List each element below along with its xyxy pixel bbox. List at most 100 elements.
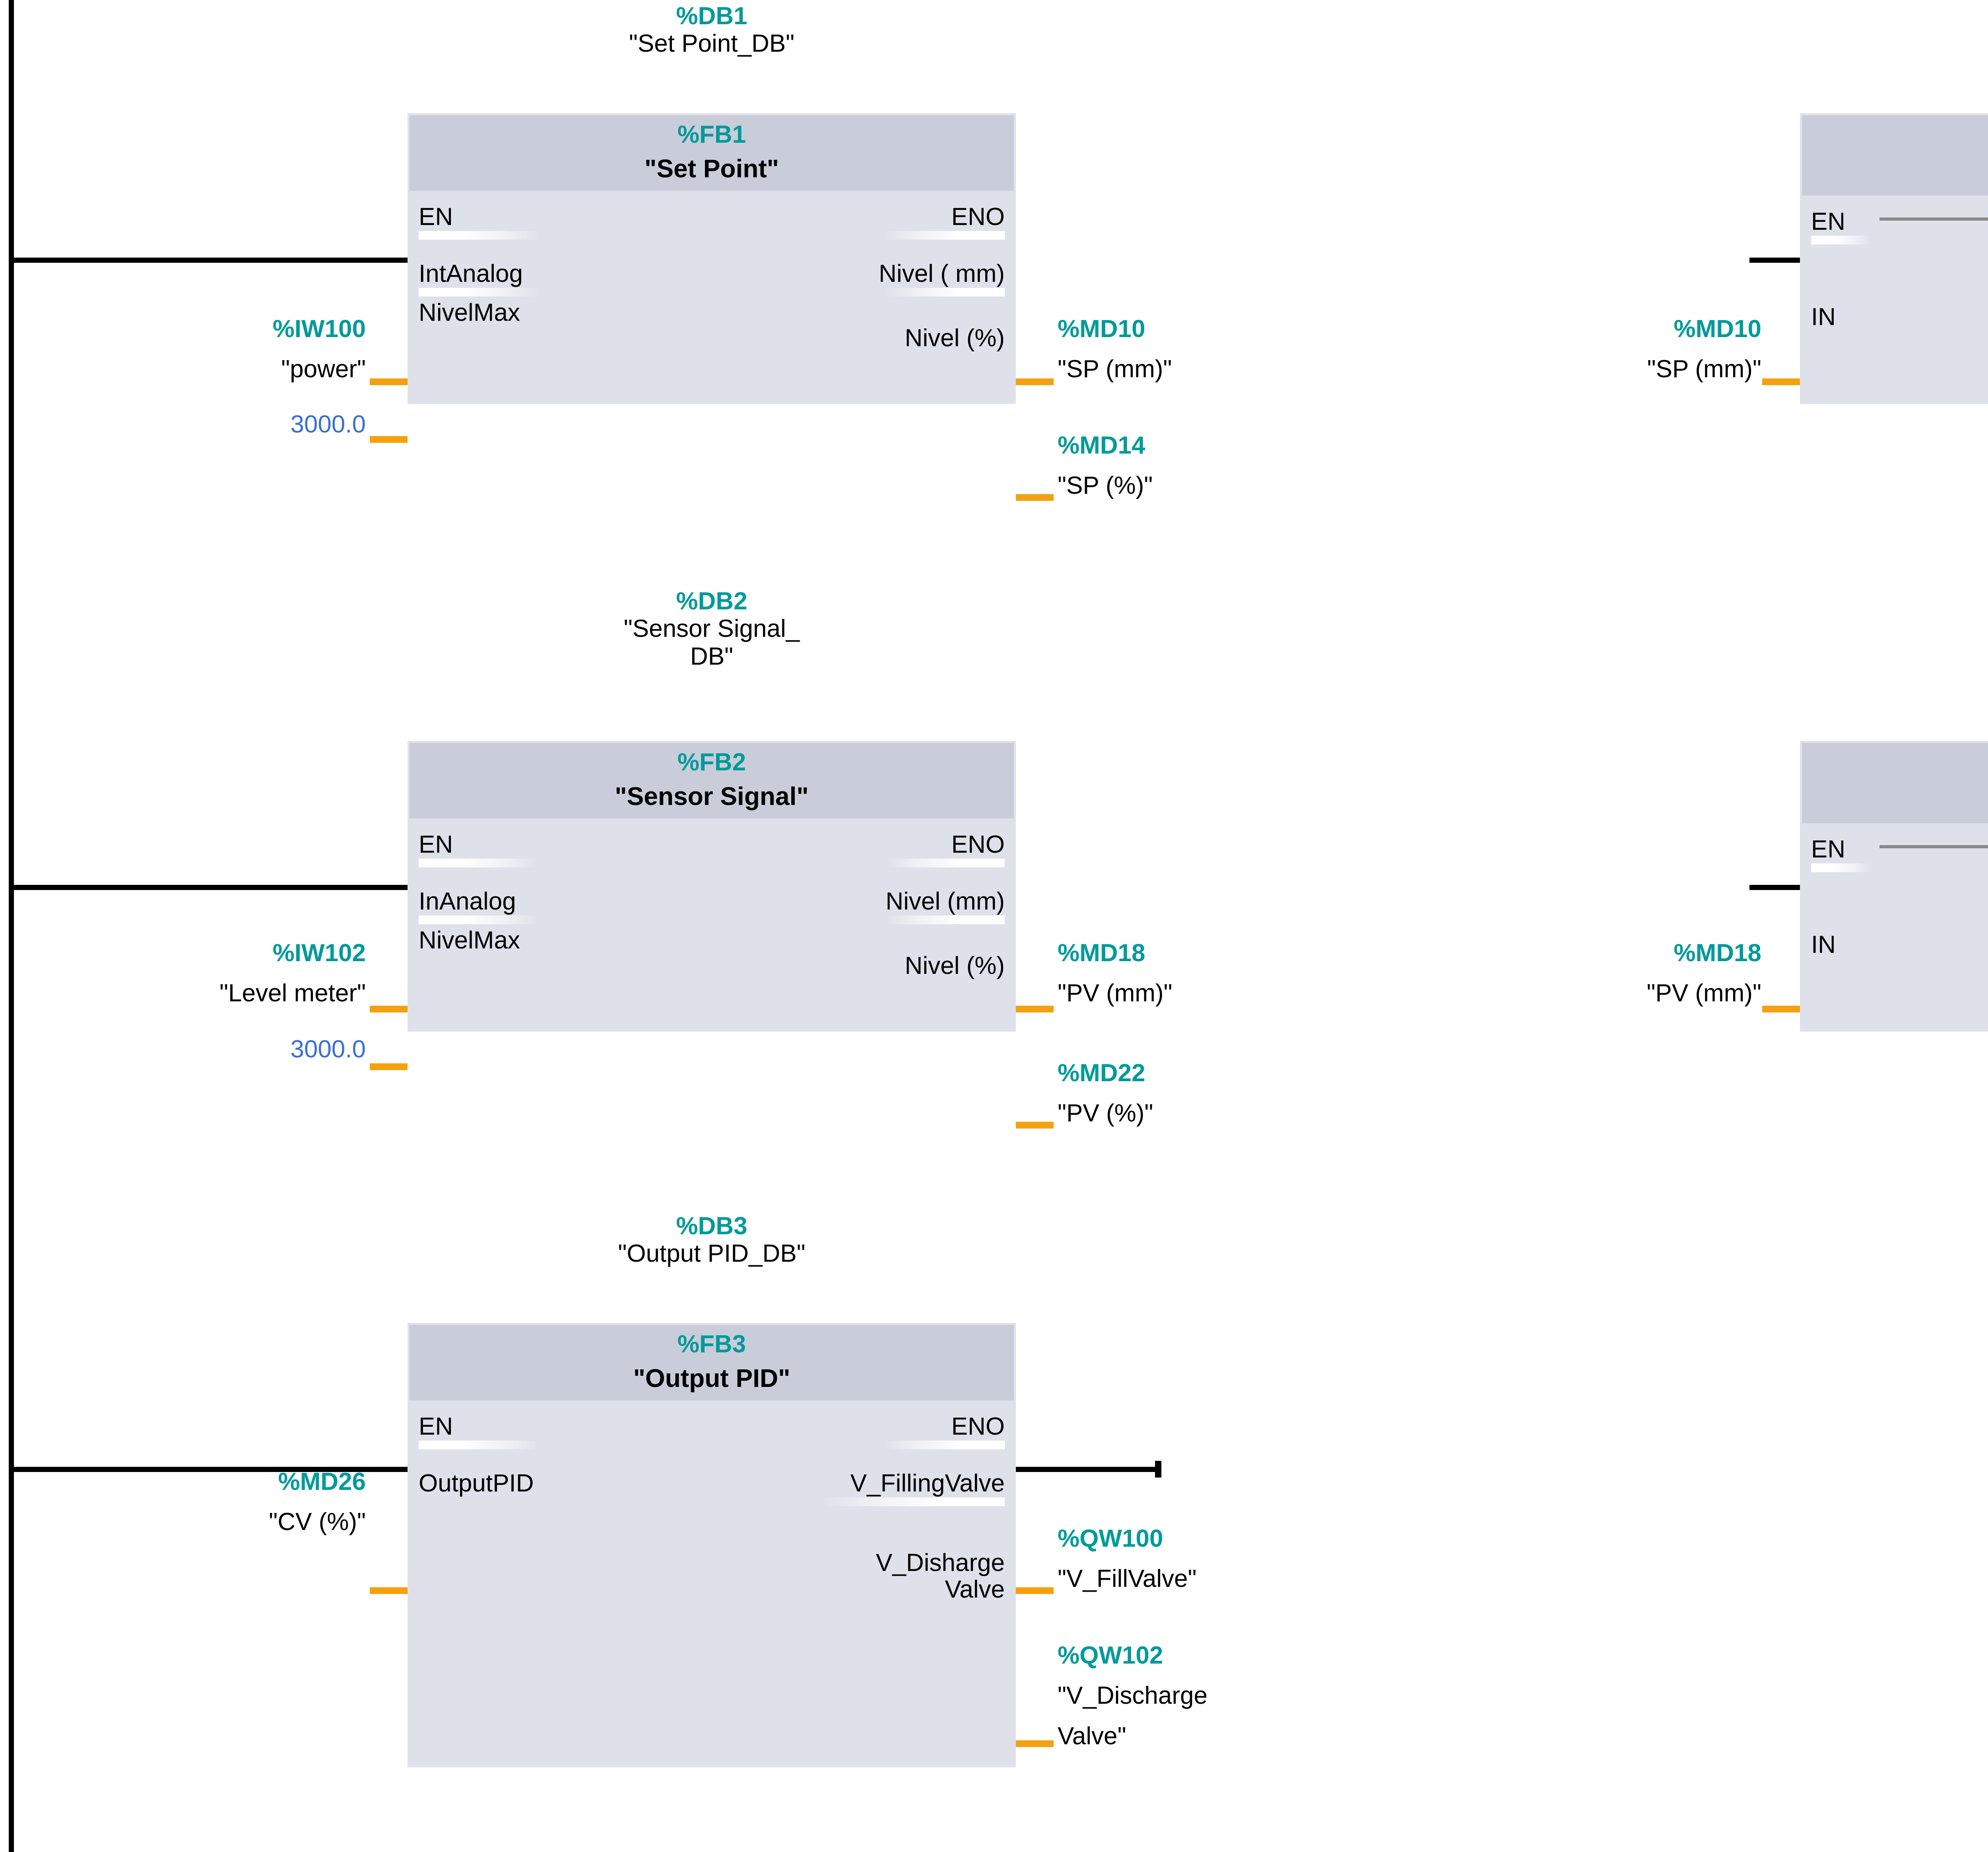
fb1-pin-intanalog[interactable]: IntAnalog <box>419 260 523 287</box>
function-block-fb1[interactable]: %FB1 "Set Point" EN ENO IntAnalog Nivel … <box>408 113 1016 404</box>
conv1-pin-in[interactable]: IN <box>1811 303 1836 331</box>
fb3-pin-eno[interactable]: ENO <box>951 1413 1005 1440</box>
fb3-pin-en[interactable]: EN <box>419 1413 453 1440</box>
connector-stub-n3-out1 <box>1016 1587 1054 1594</box>
conv2-title: CONV <box>1802 743 1988 776</box>
fb2-header: %FB2 "Sensor Signal" <box>408 741 1016 820</box>
operand-n2-in2[interactable]: 3000.0 <box>64 1022 366 1076</box>
fb1-body: EN ENO IntAnalog Nivel ( mm) NivelMax Ni… <box>408 193 1016 352</box>
fb1-name: "Set Point" <box>644 154 779 183</box>
fb2-pin-nivelmax[interactable]: NivelMax <box>419 927 520 954</box>
operand-symbol: "Level meter" <box>219 979 366 1007</box>
fb2-number: %FB2 <box>677 749 746 776</box>
operand-address: %MD14 <box>1058 431 1145 459</box>
conv-block-2[interactable]: CONV Real to Int EN ENO IN OUT <box>1800 741 1988 1032</box>
instance-db-label-2: %DB2 "Sensor Signal_ DB" <box>408 588 1016 670</box>
fb1-header: %FB1 "Set Point" <box>408 113 1016 193</box>
rung-wire-3-eno <box>1016 1467 1159 1472</box>
operand-n1-out2[interactable]: %MD14 "SP (%)" <box>1058 419 1360 513</box>
rung-wire-3 <box>9 1467 409 1472</box>
operand-n2-out2[interactable]: %MD22 "PV (%)" <box>1058 1046 1360 1141</box>
fb1-sep-1 <box>419 231 538 240</box>
fb3-pin-fillingvalve[interactable]: V_FillingValve <box>850 1470 1005 1497</box>
conv2-body: EN ENO IN OUT <box>1800 825 1988 959</box>
fb1-pin-eno[interactable]: ENO <box>951 203 1005 231</box>
conv-block-1[interactable]: CONV Real to Int EN ENO IN OUT <box>1800 113 1988 404</box>
rung-wire-2-conv <box>1749 885 1801 890</box>
operand-address: %MD10 <box>1673 315 1761 343</box>
rung-3-end-cap <box>1155 1461 1161 1478</box>
connector-stub-n2-conv-in <box>1762 1006 1800 1012</box>
operand-n2-in1[interactable]: %IW102 "Level meter" <box>64 926 366 1021</box>
conv1-pin-en[interactable]: EN <box>1811 208 1846 235</box>
operand-symbol: "SP (mm)" <box>1647 355 1761 383</box>
function-block-fb2[interactable]: %FB2 "Sensor Signal" EN ENO InAnalog Niv… <box>408 741 1016 1032</box>
operand-address: %IW100 <box>272 315 366 343</box>
fb1-pin-nivel-mm[interactable]: Nivel ( mm) <box>879 260 1005 287</box>
fb1-pin-nivel-pct[interactable]: Nivel (%) <box>905 324 1005 352</box>
fb2-pin-nivel-mm[interactable]: Nivel (mm) <box>885 888 1005 915</box>
operand-constant: 3000.0 <box>290 1035 366 1063</box>
fb1-pin-en[interactable]: EN <box>419 203 453 231</box>
fb2-name: "Sensor Signal" <box>615 782 809 811</box>
operand-symbol-line2: Valve" <box>1058 1722 1126 1750</box>
rung-wire-1 <box>9 258 409 263</box>
fb1-pin-nivelmax[interactable]: NivelMax <box>419 299 520 326</box>
operand-n3-out2[interactable]: %QW102 "V_Discharge Valve" <box>1058 1629 1415 1763</box>
operand-n1-conv-in[interactable]: %MD10 "SP (mm)" <box>1463 302 1761 397</box>
fb1-pinrow-en: EN ENO <box>408 193 1016 231</box>
operand-symbol: "SP (mm)" <box>1058 355 1172 383</box>
connector-stub-n1-out1 <box>1016 378 1054 385</box>
fb2-pinrow-1: InAnalog Nivel (mm) <box>408 859 1016 915</box>
fb3-sep-1 <box>419 1441 538 1449</box>
conv2-pin-in[interactable]: IN <box>1811 931 1836 958</box>
fb1-sep-2 <box>419 288 538 297</box>
operand-n2-out1[interactable]: %MD18 "PV (mm)" <box>1058 926 1360 1021</box>
fb1-sep-1r <box>885 231 1005 240</box>
conv2-pinrow-in: IN OUT <box>1800 863 1988 959</box>
conv2-type-selectors: Real to Int <box>1802 776 1988 823</box>
operand-n1-in2[interactable]: 3000.0 <box>87 398 366 452</box>
instance-db-label-1: %DB1 "Set Point_DB" <box>408 2 1016 58</box>
fb2-pin-en[interactable]: EN <box>419 831 453 858</box>
fb2-pinrow-en: EN ENO <box>408 820 1016 859</box>
fb3-sep-1r <box>885 1441 1005 1449</box>
operand-n2-conv-in[interactable]: %MD18 "PV (mm)" <box>1463 926 1761 1021</box>
operand-address: %QW100 <box>1058 1524 1163 1552</box>
conv2-pinrow-en: EN ENO <box>1800 825 1988 863</box>
operand-symbol: "PV (%)" <box>1058 1100 1153 1127</box>
conv1-sep-1 <box>1811 236 1871 244</box>
fb3-number: %FB3 <box>677 1330 746 1358</box>
instance-db-label-3: %DB3 "Output PID_DB" <box>408 1212 1016 1268</box>
fb2-pin-nivel-pct[interactable]: Nivel (%) <box>905 952 1005 979</box>
instance-db-address: %DB3 <box>676 1212 747 1240</box>
conv1-en-eno-link <box>1879 217 1988 221</box>
fb2-pin-inanalog[interactable]: InAnalog <box>419 888 516 915</box>
fb1-pinrow-1: IntAnalog Nivel ( mm) <box>408 231 1016 288</box>
connector-stub-n1-out2 <box>1016 494 1054 501</box>
operand-symbol: "PV (mm)" <box>1058 979 1173 1007</box>
connector-stub-n2-out2 <box>1016 1122 1054 1129</box>
fb3-pin-dischargevalve[interactable]: V_Disharge Valve <box>876 1549 1005 1603</box>
operand-n3-out1[interactable]: %QW100 "V_FillValve" <box>1058 1512 1360 1606</box>
fb2-pin-eno[interactable]: ENO <box>951 831 1005 858</box>
connector-stub-n1-in1 <box>370 378 408 385</box>
fb2-sep-2 <box>419 915 538 924</box>
fb3-pin-outputpid[interactable]: OutputPID <box>419 1470 534 1497</box>
conv1-pinrow-in: IN OUT <box>1800 236 1988 331</box>
fb1-pinrow-2: NivelMax <box>408 288 1016 327</box>
operand-address: %MD22 <box>1058 1059 1145 1087</box>
conv2-pin-en[interactable]: EN <box>1811 836 1846 863</box>
operand-address: %MD26 <box>278 1468 366 1495</box>
operand-address: %MD10 <box>1058 315 1145 343</box>
function-block-fb3[interactable]: %FB3 "Output PID" EN ENO OutputPID V_Fil… <box>408 1323 1016 1767</box>
connector-stub-n3-in1 <box>370 1587 408 1594</box>
conv1-title: CONV <box>1802 115 1988 148</box>
connector-stub-n2-in2 <box>370 1063 408 1070</box>
instance-db-address: %DB2 <box>676 588 747 615</box>
fb2-body: EN ENO InAnalog Nivel (mm) NivelMax Nive… <box>408 820 1016 980</box>
operand-n3-in1[interactable]: %MD26 "CV (%)" <box>87 1455 366 1549</box>
operand-n1-in1[interactable]: %IW100 "power" <box>87 302 366 397</box>
operand-n1-out1[interactable]: %MD10 "SP (mm)" <box>1058 302 1360 397</box>
